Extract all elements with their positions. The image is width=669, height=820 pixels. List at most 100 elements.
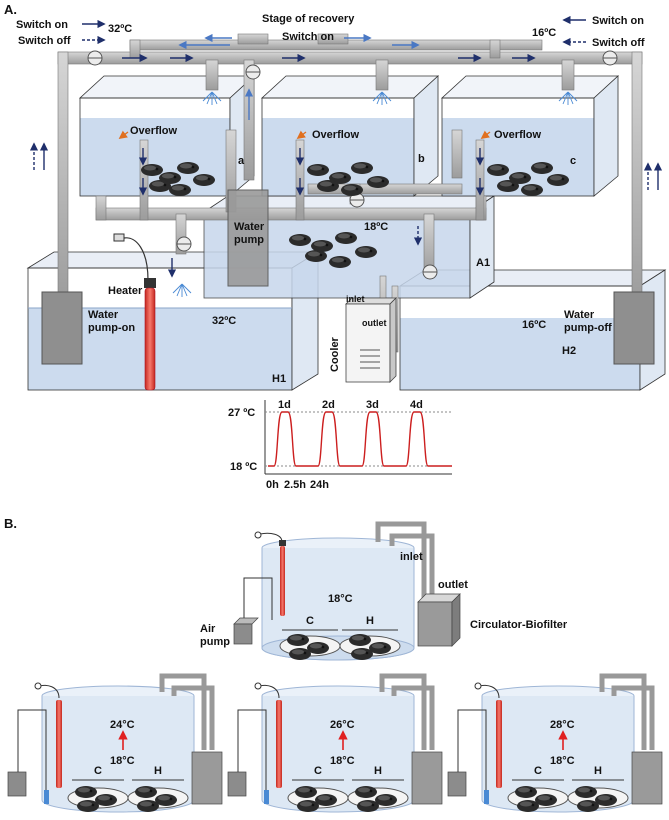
cooler-outlet-label: outlet [362, 318, 387, 328]
tank-h2-label: H2 [562, 345, 576, 357]
air-stone [44, 790, 49, 804]
small-heater [496, 700, 502, 788]
main-temp-label: 18°C [328, 593, 353, 605]
main-group-h: H [366, 615, 374, 627]
panel-b-label: B. [4, 516, 17, 531]
small-circulator [411, 751, 443, 805]
clam [297, 800, 319, 812]
water-pump-a1-line: pump [234, 234, 264, 246]
cooler-label: Cooler [329, 336, 341, 372]
clam [515, 786, 537, 798]
switch-on-center-label: Switch on [282, 31, 334, 43]
air-pump-line: pump [200, 636, 230, 648]
heater-label: Heater [108, 285, 143, 297]
water-pump-on-line: Water [88, 309, 119, 321]
clam [357, 800, 379, 812]
cooler-inlet-label: inlet [346, 294, 365, 304]
circulator-biofilter [375, 521, 461, 647]
flow-arrows [29, 15, 663, 278]
x-tick: 24h [310, 479, 329, 491]
base-temp-label: 18°C [550, 755, 575, 767]
sprinklers [172, 91, 578, 297]
water-pump-a1-label: Water pump [234, 221, 267, 246]
overflow-arrows [118, 130, 491, 140]
clam [575, 786, 597, 798]
temp-left-label: 32ºC [108, 23, 132, 35]
tank-a1-label: A1 [476, 257, 490, 269]
switch-off-right-label: Switch off [592, 37, 645, 49]
recovery-arrows [178, 33, 420, 120]
overflow-label-a: Overflow [130, 125, 178, 137]
tank-b-label: b [418, 153, 425, 165]
small-tank-2: 26°C 18°C C H [227, 673, 443, 813]
day-label: 1d [278, 399, 291, 411]
tank-c-label: c [570, 155, 576, 167]
temperature-cycle-chart: 27 ºC 18 ºC 1d 2d 3d 4d 0h 2.5h 24h [228, 399, 452, 491]
small-circulator [191, 751, 223, 805]
small-air-pump [447, 771, 467, 797]
water-pump-off-label: Water pump-off [564, 309, 612, 334]
overflow-label-c: Overflow [494, 129, 542, 141]
day-label: 4d [410, 399, 423, 411]
group-h-label: H [374, 765, 382, 777]
water-pump-h2 [613, 291, 655, 365]
main-outlet-label: outlet [438, 579, 468, 591]
water-pump-a1-line: Water [234, 221, 265, 233]
small-circulator [631, 751, 663, 805]
y-tick-low: 18 ºC [230, 461, 257, 473]
temperature-curve [268, 411, 452, 467]
switch-off-left-label: Switch off [18, 35, 71, 47]
air-stone [484, 790, 489, 804]
main-heater [254, 531, 286, 616]
main-group-c: C [306, 615, 314, 627]
switch-on-left-label: Switch on [16, 19, 68, 31]
tank-h1-label: H1 [272, 373, 286, 385]
small-air-pump [7, 771, 27, 797]
clam [577, 800, 599, 812]
base-temp-label: 18°C [110, 755, 135, 767]
switch-on-right-label: Switch on [592, 15, 644, 27]
clam [355, 786, 377, 798]
clam [295, 786, 317, 798]
temp-h1-label: 32ºC [212, 315, 236, 327]
tank-a-label: a [238, 155, 245, 167]
panel-a-label: A. [4, 2, 17, 17]
day-label: 3d [366, 399, 379, 411]
air-stone [264, 790, 269, 804]
cooler [345, 297, 397, 383]
water-pump-a1 [227, 189, 269, 287]
day-label: 2d [322, 399, 335, 411]
air-pump-label: Air pump [200, 623, 230, 648]
main-inlet-label: inlet [400, 551, 423, 563]
overflow-label-b: Overflow [312, 129, 360, 141]
water-pump-off-line: pump-off [564, 322, 612, 334]
group-h-label: H [594, 765, 602, 777]
target-temp-label: 24°C [110, 719, 135, 731]
heater [113, 233, 156, 391]
small-heater [56, 700, 62, 788]
clam [75, 786, 97, 798]
base-temp-label: 18°C [330, 755, 355, 767]
clam [517, 800, 539, 812]
water-pump-off-line: Water [564, 309, 595, 321]
water-pump-h1 [41, 291, 83, 365]
target-temp-label: 26°C [330, 719, 355, 731]
clam [135, 786, 157, 798]
target-temp-label: 28°C [550, 719, 575, 731]
group-c-label: C [94, 765, 102, 777]
small-air-pump [227, 771, 247, 797]
temp-right-label: 16ºC [532, 27, 556, 39]
group-c-label: C [314, 765, 322, 777]
group-c-label: C [534, 765, 542, 777]
temp-h2-label: 16ºC [522, 319, 546, 331]
x-tick: 0h [266, 479, 279, 491]
main-trays [279, 629, 401, 660]
circulator-label: Circulator-Biofilter [470, 619, 568, 631]
water-pump-on-line: pump-on [88, 322, 135, 334]
x-tick: 2.5h [284, 479, 306, 491]
water-pump-on-label: Water pump-on [88, 309, 135, 334]
